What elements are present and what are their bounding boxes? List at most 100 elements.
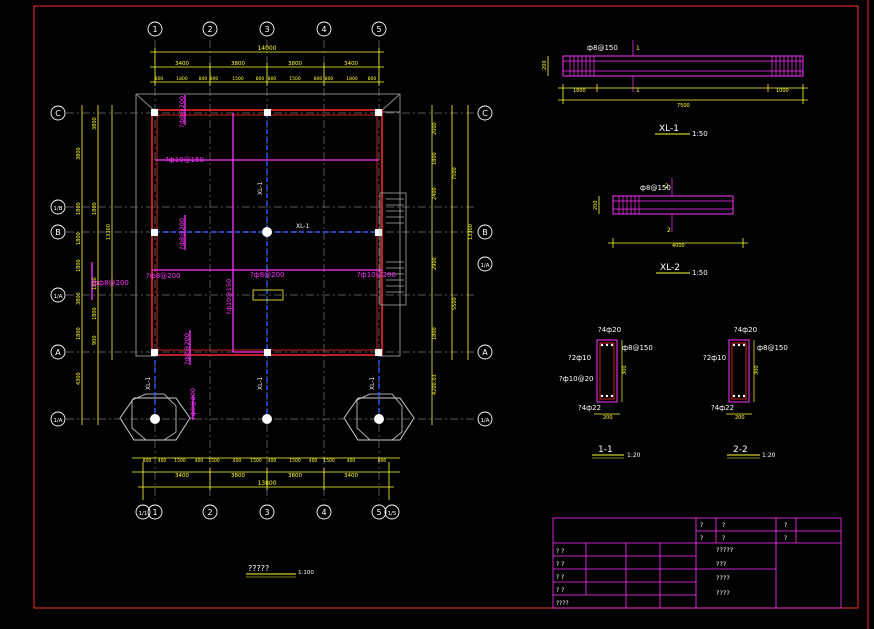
- axis-bubble-right-circle: [477, 224, 493, 240]
- s11-scale: 1:20: [627, 452, 641, 459]
- top-sub-dim: 800: [256, 76, 265, 82]
- bottom-sub-dim: 800: [143, 458, 152, 464]
- axis-bubble-bottom: 4: [321, 508, 326, 517]
- title-block-left-cell: ? ?: [556, 548, 564, 555]
- top-sub-dim: 800: [199, 76, 208, 82]
- title-block-right-cell: ????: [716, 574, 730, 582]
- bottom-sub-dim: 800: [378, 458, 387, 464]
- section-xl1: ф8@150 200 1800 1000 7500 1 1 XL-1 1:50: [542, 40, 808, 138]
- axis-bubble-bottom-circle: [202, 504, 218, 520]
- axis-bubble-left: 1/B: [53, 206, 62, 212]
- bottom-sub-dim: 1500: [289, 458, 301, 464]
- axis-bubble-top: 1: [152, 25, 157, 34]
- title-block-header-cell: ?: [784, 522, 787, 529]
- right-dim: 1800: [432, 327, 438, 340]
- s22-width: 200: [735, 415, 745, 421]
- bottom-dimensions: [132, 457, 400, 500]
- axis-bubble-bottom-circle: [371, 504, 387, 520]
- right-dim: 4200.03: [432, 374, 438, 395]
- tag-box: [252, 289, 284, 301]
- axis-bubble-left: 1/A: [53, 294, 62, 300]
- top-dimensions: [150, 48, 384, 86]
- axis-bubble-right: C: [482, 109, 488, 118]
- axis-bubble-top-circle: [259, 21, 275, 37]
- xl1-height: 200: [542, 60, 548, 70]
- s11-bottom: ?4ф22: [578, 404, 601, 412]
- bottom-span-dim: 3400: [175, 473, 189, 479]
- xl2-mark-bottom: 2: [667, 227, 671, 234]
- axis-bubble-right: 1/A: [480, 263, 489, 269]
- rebar-label: ?ф8@200: [189, 388, 197, 420]
- right-mid-dim: 7500: [452, 167, 458, 180]
- top-sub-dim: 800: [155, 76, 164, 82]
- right-dim: 2900: [432, 257, 438, 270]
- axis-bubble-top: 2: [207, 25, 212, 34]
- title-block-left-cell: ? ?: [556, 574, 564, 581]
- top-span-dim: 3400: [344, 61, 358, 67]
- axis-bubble-top: 5: [376, 25, 381, 34]
- beam-label: XL-1: [257, 376, 264, 390]
- axis-bubble-top-circle: [147, 21, 163, 37]
- axis-bubble-bottom-circle: [135, 504, 151, 520]
- axis-bubble-top: 3: [264, 25, 269, 34]
- left-dim-texts: 4300180038001800180018003800900180018001…: [76, 117, 112, 385]
- title-block-left-cell: ? ?: [556, 561, 564, 568]
- right-dim: 1800: [432, 152, 438, 165]
- axis-bubble-bottom-circle: [147, 504, 163, 520]
- right-dim: 2400: [432, 187, 438, 200]
- title-block-left-cell: ????: [556, 600, 569, 607]
- bottom-sub-dim: 1500: [323, 458, 335, 464]
- left-dim: 1800: [92, 202, 98, 215]
- top-span-dim: 3800: [288, 61, 302, 67]
- axis-bubble-bottom: 1/5: [388, 511, 397, 517]
- bottom-sub-dim: 400: [347, 458, 356, 464]
- top-sub-dim: 1800: [176, 76, 188, 82]
- left-dimensions: [81, 105, 113, 425]
- top-sub-dim: 1800: [346, 76, 358, 82]
- axis-bubble-right: 1/A: [480, 418, 489, 424]
- title-block-header-cell: ?: [784, 535, 787, 542]
- xl1-length: 7500: [677, 103, 690, 109]
- xl1-title: XL-1: [659, 124, 679, 134]
- beam-label: XL-1: [369, 376, 376, 390]
- rebar-label: ?ф8@200: [178, 218, 186, 250]
- xl2-mark-top: 2: [665, 183, 669, 190]
- xl1-mark-top: 1: [636, 45, 640, 52]
- bottom-sub-dim: 400: [233, 458, 242, 464]
- s11-height: 300: [622, 365, 628, 375]
- top-span-dim: 3400: [175, 61, 189, 67]
- bottom-sub-dim: 400: [195, 458, 204, 464]
- axis-bubble-top-circle: [202, 21, 218, 37]
- left-dim: 900: [92, 335, 98, 345]
- stair: [379, 192, 407, 306]
- top-total-dim: 14000: [257, 45, 276, 52]
- axis-bubble-bottom: 1/1: [139, 511, 148, 517]
- axis-bubble-right: B: [482, 228, 488, 237]
- axis-bubble-left: B: [55, 228, 61, 237]
- top-sub-dim: 800: [368, 76, 377, 82]
- axis-bubble-left-circle: [50, 411, 66, 427]
- title-block-right-cell: ???: [716, 560, 726, 568]
- rebar-lines: [91, 95, 382, 420]
- bottom-sub-dim: 400: [268, 458, 277, 464]
- rebar-label: ?ф8@200: [250, 271, 285, 279]
- bottom-sub-dim: 400: [158, 458, 167, 464]
- axis-bubble-left: A: [55, 348, 61, 357]
- left-dim: 3800: [76, 147, 82, 160]
- left-dim: 3800: [92, 117, 98, 130]
- axis-bubble-right-circle: [477, 344, 493, 360]
- s22-top: ?4ф20: [734, 326, 757, 334]
- title-block-header-cell: ?: [700, 535, 703, 542]
- axis-bubble-left: 1/A: [53, 418, 62, 424]
- axis-bubble-bottom: 1: [152, 508, 157, 517]
- axis-bubble-bottom: 3: [264, 508, 269, 517]
- section-1-1: ?4ф20 ?2ф10 ф8@150 ?ф10@20 ?4ф22 200 300…: [559, 326, 653, 459]
- left-dim: 1800: [76, 202, 82, 215]
- xl1-rebar: ф8@150: [587, 44, 618, 52]
- xl2-rebar: ф8@150: [640, 184, 671, 192]
- xl1-end-right: 1000: [776, 88, 789, 94]
- right-dim: 2000: [432, 122, 438, 135]
